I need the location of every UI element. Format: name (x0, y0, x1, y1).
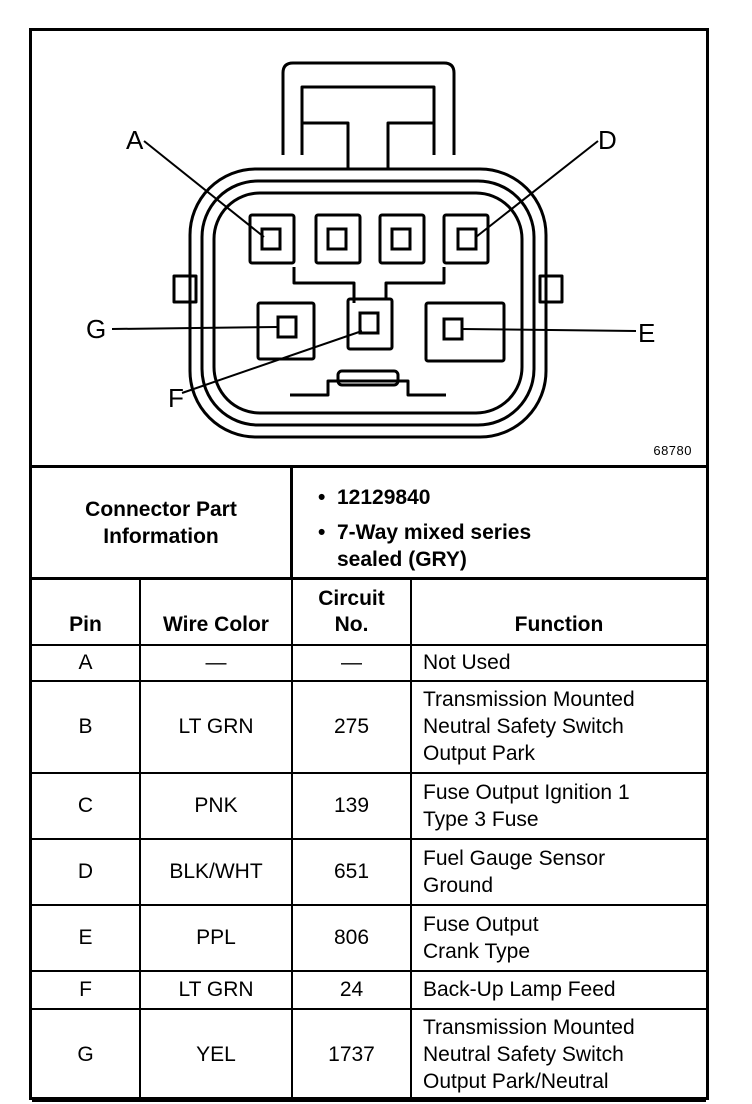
right-ear (538, 274, 564, 304)
housing-outer (188, 167, 548, 439)
cavity-a (248, 213, 296, 265)
wire-color-cell: YEL (139, 1007, 293, 1102)
table-row: A — — Not Used (32, 643, 706, 682)
connector-info-heading: Connector Part Information (32, 468, 293, 577)
housing-rim (200, 179, 536, 427)
terminal-f (358, 311, 380, 335)
function-cell: Transmission Mounted Neutral Safety Swit… (410, 1007, 706, 1102)
terminal-g (276, 315, 298, 339)
cavity-c (378, 213, 426, 265)
header-circuit-no: Circuit No. (291, 577, 412, 646)
leader-f (181, 330, 363, 394)
lock-tab-slot (302, 121, 434, 169)
pin-label-g: G (86, 314, 107, 344)
bottom-key-slot (336, 369, 400, 387)
leader-d (475, 140, 599, 238)
circuit-cell: 651 (291, 837, 412, 906)
pin-cell: G (32, 1007, 141, 1102)
function-cell: Fuse Output Ignition 1 Type 3 Fuse (410, 771, 706, 840)
connector-face-drawing (111, 61, 637, 439)
pin-cell: B (32, 679, 141, 774)
key-channel-right (384, 267, 446, 299)
circuit-cell: 139 (291, 771, 412, 840)
circuit-cell: 806 (291, 903, 412, 972)
pin-cell: D (32, 837, 141, 906)
pin-cell: A (32, 643, 141, 682)
table-row: E PPL 806 Fuse Output Crank Type (32, 903, 706, 972)
leader-lines (111, 140, 637, 394)
bottom-key (290, 379, 446, 397)
function-cell: Fuse Output Crank Type (410, 903, 706, 972)
cavity-e (424, 301, 506, 363)
left-ear (172, 274, 198, 304)
function-cell: Not Used (410, 643, 706, 682)
connector-type-bullet: • 7-Way mixed series sealed (GRY) (318, 519, 532, 573)
lock-tab-outline (281, 61, 456, 155)
connector-diagram: A D G E F 68780 (32, 31, 706, 465)
pin-cell: C (32, 771, 141, 840)
pin-label-a: A (126, 125, 144, 155)
header-function: Function (410, 577, 706, 646)
connector-type: 7-Way mixed series sealed (GRY) (337, 521, 532, 571)
wire-color-cell: PNK (139, 771, 293, 840)
cavity-b (314, 213, 362, 265)
wire-color-cell: PPL (139, 903, 293, 972)
connector-info: Connector Part Information • 12129840 • … (32, 465, 706, 577)
circuit-cell: — (291, 643, 412, 682)
pin-table: Pin Wire Color Circuit No. Function A — … (32, 577, 706, 1102)
cavity-g (256, 301, 316, 361)
table-row: C PNK 139 Fuse Output Ignition 1 Type 3 … (32, 771, 706, 840)
key-channel-left (292, 267, 356, 303)
function-cell: Fuel Gauge Sensor Ground (410, 837, 706, 906)
housing-inner (212, 191, 524, 415)
terminal-a (260, 227, 282, 251)
part-number: 12129840 (337, 486, 431, 509)
function-cell: Transmission Mounted Neutral Safety Swit… (410, 679, 706, 774)
part-number-bullet: • 12129840 (318, 484, 431, 511)
leader-a (143, 140, 265, 238)
wire-color-cell: — (139, 643, 293, 682)
table-row: B LT GRN 275 Transmission Mounted Neutra… (32, 679, 706, 774)
bullet-dot: • (318, 521, 326, 544)
table-row: D BLK/WHT 651 Fuel Gauge Sensor Ground (32, 837, 706, 906)
connector-sheet: A D G E F 68780 Connector Part Informati… (29, 28, 709, 1102)
terminal-d (456, 227, 478, 251)
terminal-c (390, 227, 412, 251)
pin-cell: F (32, 969, 141, 1010)
function-cell: Back-Up Lamp Feed (410, 969, 706, 1010)
circuit-cell: 24 (291, 969, 412, 1010)
lock-tab-inner (300, 85, 436, 155)
bullet-dot: • (318, 486, 326, 509)
pin-cell: E (32, 903, 141, 972)
table-row: G YEL 1737 Transmission Mounted Neutral … (32, 1007, 706, 1102)
pin-label-d: D (598, 125, 617, 155)
figure-id: 68780 (653, 443, 692, 458)
wire-color-cell: BLK/WHT (139, 837, 293, 906)
cavity-d (442, 213, 490, 265)
pin-label-f: F (168, 383, 184, 413)
leader-e (461, 328, 637, 332)
wire-color-cell: LT GRN (139, 969, 293, 1010)
circuit-cell: 275 (291, 679, 412, 774)
wire-color-cell: LT GRN (139, 679, 293, 774)
terminal-e (442, 317, 464, 341)
pin-label-e: E (638, 318, 656, 348)
table-header-row: Pin Wire Color Circuit No. Function (32, 577, 706, 646)
header-wire-color: Wire Color (139, 577, 293, 646)
header-pin: Pin (32, 577, 141, 646)
terminal-b (326, 227, 348, 251)
connector-info-bullets: • 12129840 • 7-Way mixed series sealed (… (293, 468, 706, 577)
table-row: F LT GRN 24 Back-Up Lamp Feed (32, 969, 706, 1010)
circuit-cell: 1737 (291, 1007, 412, 1102)
cavity-f (346, 297, 394, 351)
leader-g (111, 326, 279, 330)
